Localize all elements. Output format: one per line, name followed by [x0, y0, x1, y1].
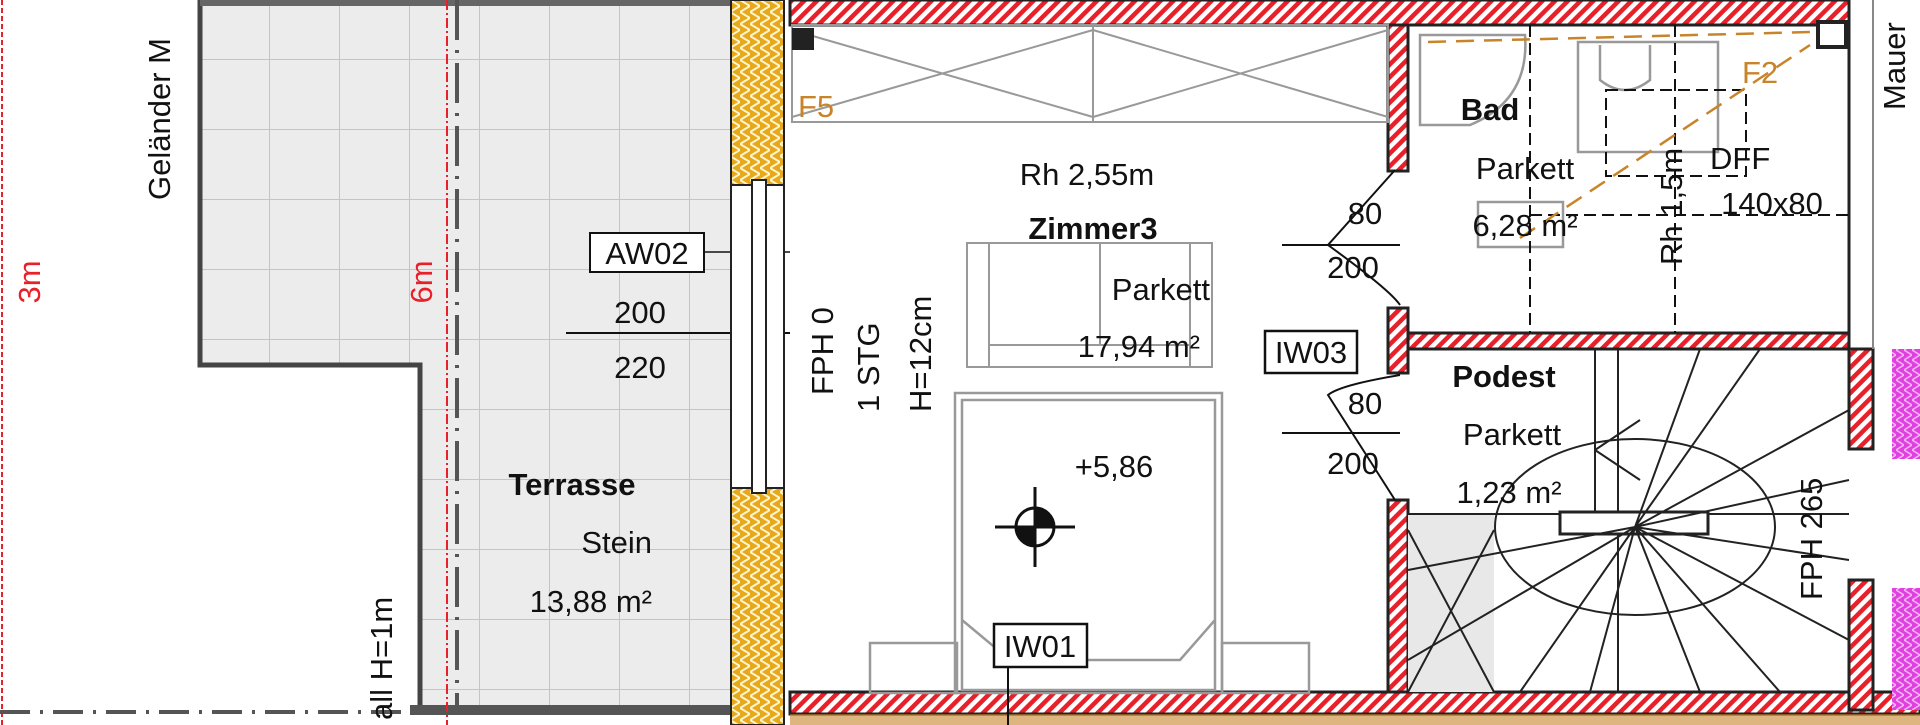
guide-label-3m: 3m	[12, 260, 47, 303]
terrace	[197, 0, 738, 715]
bed	[868, 391, 1311, 695]
door-bad-height: 200	[1327, 250, 1379, 285]
window-f5-sill	[791, 24, 1389, 123]
door-podest-width: 80	[1348, 386, 1382, 421]
terrace-floor-type: Stein	[581, 525, 652, 560]
wall-iw03	[1386, 306, 1410, 375]
wall-tag-iw01: IW01	[992, 622, 1089, 725]
zimmer3-area: 17,94 m²	[1078, 329, 1200, 364]
wall-zimmer-bad	[1386, 23, 1410, 173]
magenta-wall	[1892, 349, 1920, 459]
window-f2-label: F2	[1742, 55, 1778, 90]
toilet-icon	[1598, 45, 1652, 92]
svg-text:IW01: IW01	[1004, 629, 1076, 664]
exterior-wall-left	[730, 0, 785, 725]
wall-tag-iw03: IW03	[1263, 329, 1359, 375]
bad-name: Bad	[1461, 92, 1520, 127]
door-podest	[1282, 374, 1401, 501]
wall-bottom	[788, 690, 1920, 716]
railing-label: Geländer M	[142, 38, 177, 200]
terrace-name: Terrasse	[509, 467, 636, 502]
podest-name: Podest	[1452, 359, 1555, 394]
skylight-label: DFF	[1710, 141, 1770, 176]
level-marker-icon	[995, 487, 1075, 567]
wall-zimmer-stair	[1386, 498, 1410, 694]
railing-height-label: all H=1m	[364, 597, 399, 720]
window-width: 200	[614, 295, 666, 330]
column-icon	[1816, 20, 1848, 49]
terrace-edge-top	[200, 0, 735, 6]
stair-label: FPH 265	[1794, 478, 1829, 600]
sill-height: H=12cm	[903, 296, 938, 412]
skylight-dff	[1529, 25, 1849, 333]
wall-top	[788, 0, 1851, 27]
terrace-edge-bottom	[410, 705, 735, 715]
wall-bad-podest	[1406, 331, 1851, 351]
window-height: 220	[614, 350, 666, 385]
window-f5-label: F5	[798, 89, 834, 124]
terrace-area: 13,88 m²	[530, 584, 652, 619]
sill-fph: FPH 0	[805, 307, 840, 395]
washbasin-icon	[1476, 200, 1565, 249]
skylight-size: 140x80	[1721, 186, 1823, 221]
sofa	[966, 242, 1213, 368]
svg-text:IW03: IW03	[1275, 335, 1347, 370]
door-podest-height: 200	[1327, 446, 1379, 481]
shower-tray	[1418, 33, 1527, 127]
staircase	[1407, 348, 1850, 693]
stair-void	[1408, 514, 1494, 692]
zimmer3-floor: Parkett	[1112, 272, 1211, 307]
hatched-walls	[788, 0, 1920, 725]
sill-stg: 1 STG	[851, 322, 886, 412]
svg-text:AW02: AW02	[605, 236, 688, 271]
bad-floor: Parkett	[1476, 151, 1575, 186]
zimmer3-ceiling-height: Rh 2,55m	[1020, 157, 1154, 192]
window-f2-line	[1427, 30, 1811, 44]
mauer-label: Mauer	[1877, 22, 1912, 110]
podest-floor: Parkett	[1463, 417, 1562, 452]
door-bad	[1282, 169, 1401, 306]
column-icon	[792, 28, 814, 50]
bad-area: 6,28 m²	[1472, 208, 1577, 243]
guide-label-6m: 6m	[404, 260, 439, 303]
bad-ceiling-height: Rh 1,5m	[1654, 148, 1689, 265]
podest-area: 1,23 m²	[1456, 475, 1561, 510]
zimmer3-name: Zimmer3	[1028, 211, 1157, 246]
floor-level: +5,86	[1075, 449, 1153, 484]
door-bad-width: 80	[1348, 196, 1382, 231]
